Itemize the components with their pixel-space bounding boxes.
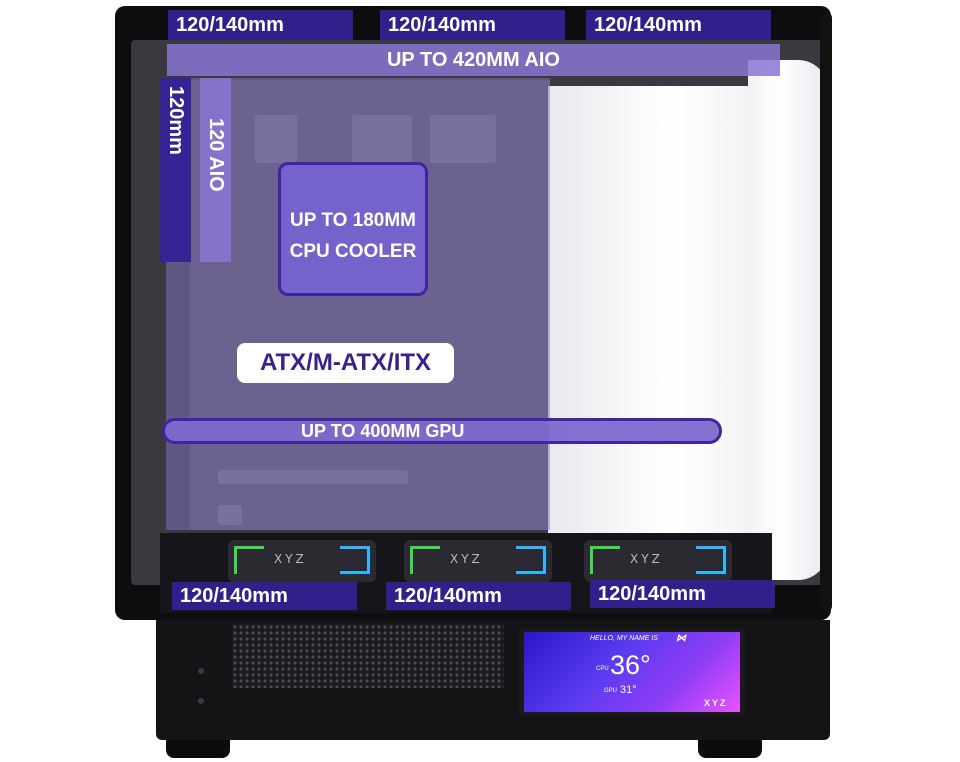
fan-brand-label: XYZ [274, 552, 307, 566]
cpu-cooler-line-2: CPU COOLER [289, 241, 417, 262]
bottom-fan: XYZ [228, 540, 376, 582]
bottom-fan-label-2: 120/140mm [386, 582, 571, 610]
bottom-fan-label-3: 120/140mm [590, 580, 775, 608]
front-frame-pillar [820, 12, 832, 612]
rear-fan-text: 120mm [165, 86, 187, 155]
lcd-screen: HELLO, MY NAME IS ⋈ CPU 36° GPU 31° XYZ [524, 632, 740, 712]
gpu-length-label: UP TO 400MM GPU [162, 418, 722, 444]
front-port-icon [198, 698, 204, 704]
fan-blue-led [516, 546, 546, 574]
rear-fan-label: 120mm [160, 78, 191, 262]
fan-green-led [410, 546, 440, 574]
case-foot [166, 740, 230, 758]
screen-gpu-label: GPU [604, 688, 618, 694]
fan-brand-label: XYZ [630, 552, 663, 566]
case-foot [698, 740, 762, 758]
screen-logo-icon: ⋈ [676, 633, 686, 644]
rear-aio-label: 120 AIO [200, 78, 231, 262]
top-fan-label-3: 120/140mm [586, 10, 771, 40]
front-glass-edge [748, 60, 828, 580]
cpu-cooler-label: UP TO 180MM CPU COOLER [278, 162, 428, 296]
top-fan-label-1: 120/140mm [168, 10, 353, 40]
screen-greeting: HELLO, MY NAME IS [590, 635, 658, 642]
fan-brand-label: XYZ [450, 552, 483, 566]
bottom-fan: XYZ [584, 540, 732, 582]
intake-mesh [232, 624, 504, 688]
fan-green-led [590, 546, 620, 574]
fan-blue-led [696, 546, 726, 574]
motherboard-support-label: ATX/M-ATX/ITX [237, 343, 454, 383]
cpu-cooler-line-1: UP TO 180MM [289, 210, 416, 231]
front-port-icon [198, 668, 204, 674]
top-fan-label-2: 120/140mm [380, 10, 565, 40]
top-aio-label: UP TO 420MM AIO [167, 44, 780, 76]
screen-brand: XYZ [704, 698, 728, 708]
screen-cpu-temp: 36° [610, 650, 651, 680]
bottom-fan-label-1: 120/140mm [172, 582, 357, 610]
fan-blue-led [340, 546, 370, 574]
screen-gpu-temp: 31° [620, 684, 637, 696]
rear-aio-text: 120 AIO [205, 118, 227, 192]
screen-cpu-label: CPU [596, 666, 609, 672]
fan-green-led [234, 546, 264, 574]
bottom-fan: XYZ [404, 540, 552, 582]
front-white-panel [548, 86, 748, 536]
